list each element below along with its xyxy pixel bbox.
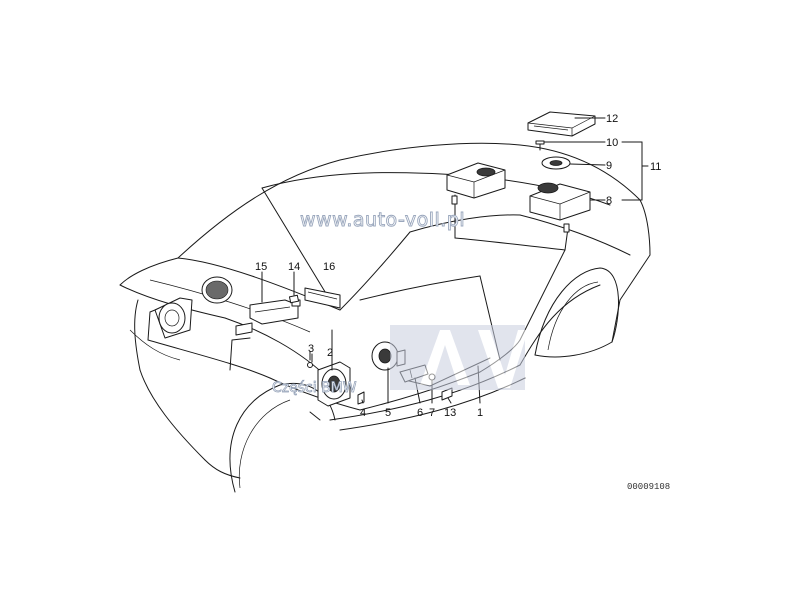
rear-speaker-box-right xyxy=(529,182,591,233)
av-logo-watermark xyxy=(390,325,528,390)
radio-unit xyxy=(249,299,301,325)
label-2: 2 xyxy=(327,347,333,359)
label-15: 15 xyxy=(255,261,267,273)
connector-part xyxy=(288,294,300,304)
watermark-url: www.auto-voll.pl xyxy=(300,209,465,231)
label-1: 1 xyxy=(477,407,483,419)
label-5: 5 xyxy=(385,407,391,419)
label-3: 3 xyxy=(308,343,314,355)
label-12: 12 xyxy=(606,113,618,125)
part-labels: 1 2 3 4 5 6 7 8 9 10 11 12 13 14 15 16 xyxy=(255,113,661,419)
label-4: 4 xyxy=(360,407,366,419)
screw xyxy=(307,351,313,368)
rear-speaker-box-left xyxy=(446,162,506,205)
label-13: 13 xyxy=(444,407,456,419)
drawing-code: 00009108 xyxy=(627,482,670,492)
radio-bracket xyxy=(235,322,253,336)
screw-rear xyxy=(535,140,545,151)
watermark-parts: Części BMW xyxy=(272,380,357,396)
label-7: 7 xyxy=(429,407,435,419)
rear-speaker-cone xyxy=(541,156,571,170)
door-speaker-left xyxy=(154,297,193,339)
speaker-grille xyxy=(201,276,233,304)
label-8: 8 xyxy=(606,195,612,207)
label-9: 9 xyxy=(606,160,612,172)
label-14: 14 xyxy=(288,261,300,273)
label-6: 6 xyxy=(417,407,423,419)
door-speaker-front xyxy=(317,361,351,407)
label-10: 10 xyxy=(606,137,618,149)
label-16: 16 xyxy=(323,261,335,273)
cover-plate xyxy=(304,287,341,309)
label-11: 11 xyxy=(650,161,661,173)
speaker-cover xyxy=(527,111,596,137)
